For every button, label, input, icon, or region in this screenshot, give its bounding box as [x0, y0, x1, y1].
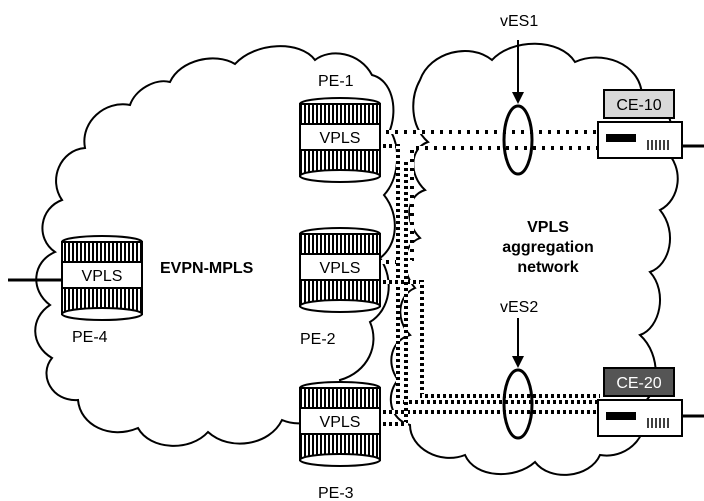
pe4-name: PE-4: [72, 329, 108, 346]
vpls-cloud-label-line1: VPLS: [527, 219, 569, 236]
router-pe1[interactable]: VPLS: [300, 98, 380, 182]
ce-ce20-name: CE-20: [616, 375, 661, 392]
router-pe2[interactable]: VPLS: [300, 228, 380, 312]
pe3-name: PE-3: [318, 485, 354, 501]
router-pe1-service-label: VPLS: [320, 130, 361, 147]
ce-device-ce20[interactable]: CE-20: [598, 368, 682, 436]
pe2-name: PE-2: [300, 331, 336, 348]
router-pe3[interactable]: VPLS: [300, 382, 380, 466]
ce-ce10-name: CE-10: [616, 97, 661, 114]
router-pe3-service-label: VPLS: [320, 414, 361, 431]
router-pe2-service-label: VPLS: [320, 260, 361, 277]
vpls-cloud-label-line3: network: [517, 259, 578, 276]
router-pe4[interactable]: VPLS: [62, 236, 142, 320]
ves2-label: vES2: [500, 299, 538, 316]
ves1-label: vES1: [500, 13, 538, 30]
router-pe4-service-label: VPLS: [82, 268, 123, 285]
vpls-cloud-label-line2: aggregation: [502, 239, 594, 256]
pe1-name: PE-1: [318, 73, 354, 90]
ce-device-ce10[interactable]: CE-10: [598, 90, 682, 158]
evpn-mpls-label: EVPN-MPLS: [160, 260, 254, 277]
